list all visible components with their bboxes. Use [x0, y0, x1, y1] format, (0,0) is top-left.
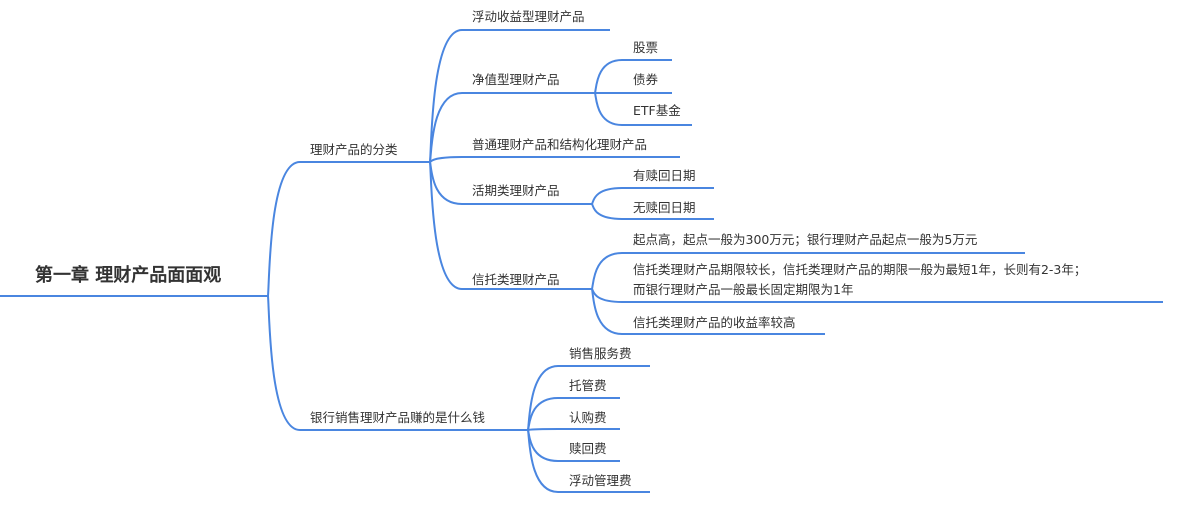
edge-net-value-child [594, 59, 672, 94]
topic-classification[interactable]: 理财产品的分类 [310, 142, 398, 157]
topic-without-redemption[interactable]: 无赎回日期 [633, 200, 696, 215]
root-topic[interactable]: 第一章 理财产品面面观 [35, 265, 222, 286]
edge-classification-child [429, 156, 680, 163]
topic-floating-mgmt-fee[interactable]: 浮动管理费 [569, 473, 632, 488]
edge-classification-child [429, 161, 592, 290]
topic-with-redemption[interactable]: 有赎回日期 [633, 168, 696, 183]
topic-high-yield[interactable]: 信托类理财产品的收益率较高 [633, 315, 796, 330]
edge-fee-child [527, 429, 650, 493]
edge-fee-child [527, 428, 620, 431]
edge-net-value-child [594, 92, 692, 126]
topic-etf[interactable]: ETF基金 [633, 103, 681, 118]
topic-trust[interactable]: 信托类理财产品 [472, 272, 560, 287]
edge-classification [267, 161, 430, 297]
edge-bank-income [267, 295, 528, 431]
edge-demand-child [591, 187, 714, 205]
topic-floating-income[interactable]: 浮动收益型理财产品 [472, 9, 585, 24]
topic-net-value[interactable]: 净值型理财产品 [472, 72, 560, 87]
topic-long-term-line2[interactable]: 而银行理财产品一般最长固定期限为1年 [633, 282, 854, 297]
edge-trust-child [591, 252, 1025, 290]
topic-structured[interactable]: 普通理财产品和结构化理财产品 [472, 137, 648, 152]
topic-custody-fee[interactable]: 托管费 [569, 378, 607, 393]
topic-redemption-fee[interactable]: 赎回费 [569, 441, 607, 456]
topic-bonds[interactable]: 债券 [633, 72, 659, 87]
edge-classification-child [429, 92, 595, 163]
edge-trust-child [591, 288, 825, 335]
topic-bank-income[interactable]: 银行销售理财产品赚的是什么钱 [310, 410, 486, 425]
topic-long-term-line1[interactable]: 信托类理财产品期限较长，信托类理财产品的期限一般为最短1年，长则有2-3年； [633, 262, 1087, 277]
edge-demand-child [591, 203, 714, 220]
topic-stocks[interactable]: 股票 [633, 40, 659, 55]
topic-demand[interactable]: 活期类理财产品 [472, 183, 560, 198]
topic-subscription-fee[interactable]: 认购费 [569, 410, 607, 425]
topic-high-threshold[interactable]: 起点高，起点一般为300万元；银行理财产品起点一般为5万元 [633, 232, 978, 247]
edge-fee-child [527, 397, 620, 431]
topic-sales-fee[interactable]: 销售服务费 [569, 346, 632, 361]
